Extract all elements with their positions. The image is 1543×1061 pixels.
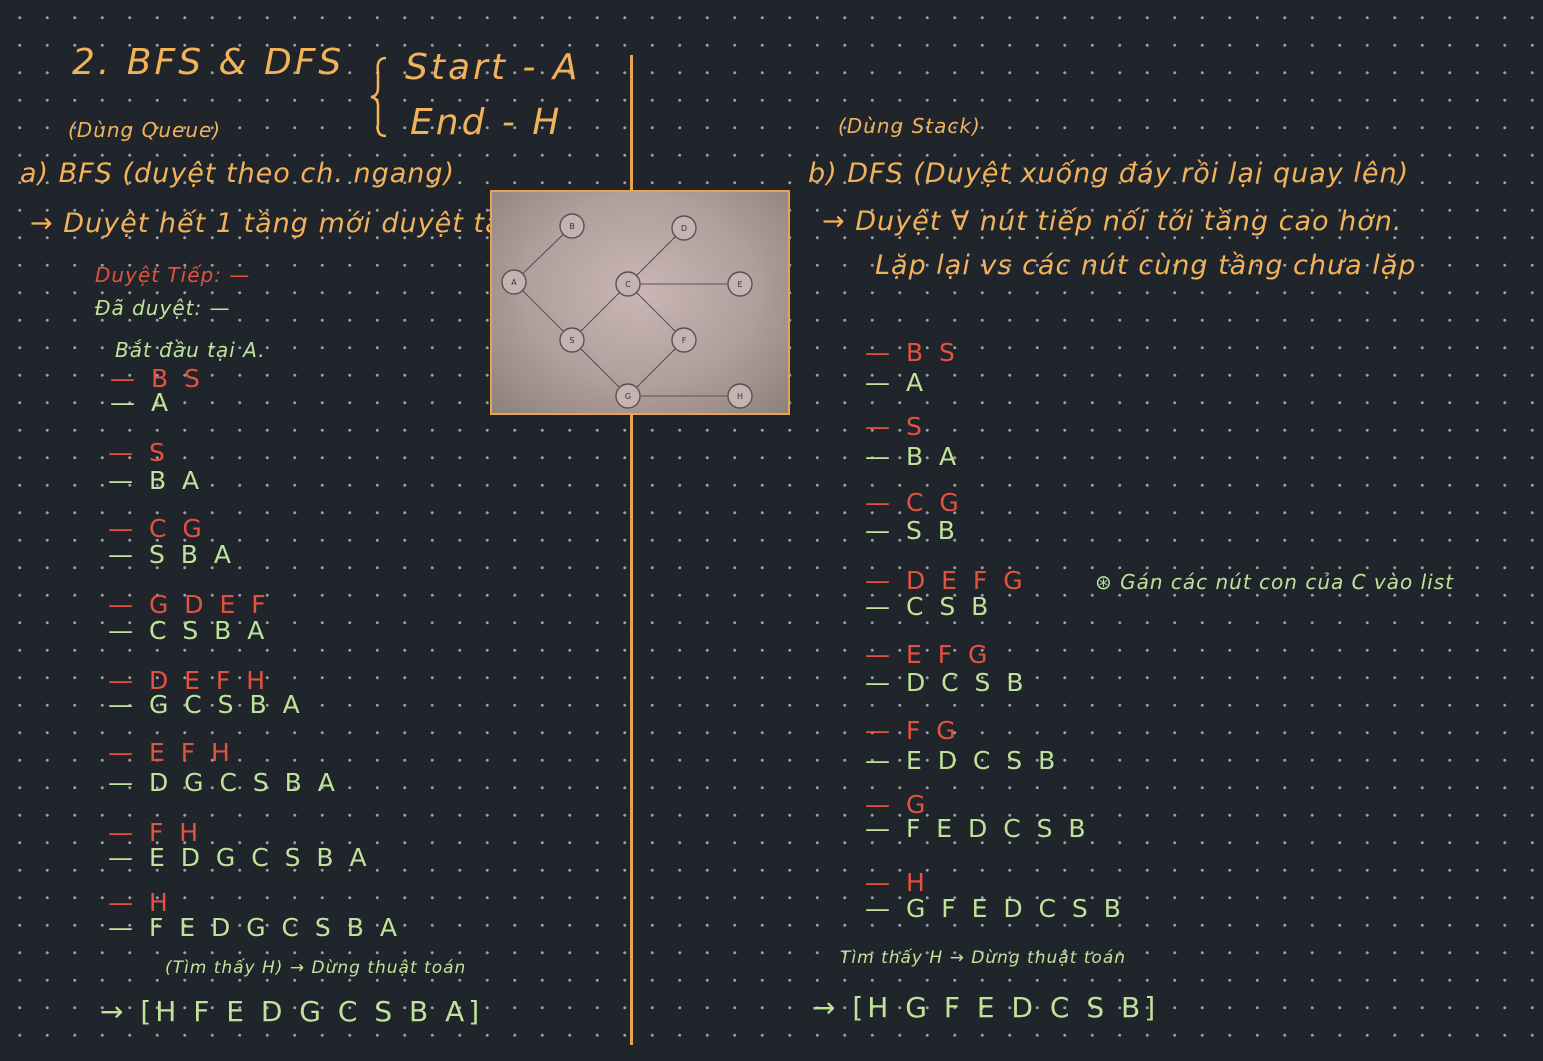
dfs-step-4-next: — D E F G bbox=[865, 566, 1027, 595]
edge-a-s bbox=[513, 281, 573, 341]
end-node-label: End - H bbox=[410, 102, 563, 143]
bfs-step-5-next: — D E F H bbox=[108, 666, 270, 695]
dfs-step-8-next: — H bbox=[865, 868, 929, 897]
dfs-step-1-next: — B S bbox=[865, 338, 959, 367]
bfs-step-2-next: — S bbox=[108, 438, 169, 467]
graph-node-f: F bbox=[671, 327, 697, 353]
edge-s-g bbox=[571, 339, 629, 397]
bfs-step-6-visited: — D G C S B A bbox=[108, 768, 339, 797]
legend-next: Duyệt Tiếp: — bbox=[95, 263, 251, 287]
bfs-step-3-next: — C G bbox=[108, 514, 206, 543]
svg-text:A: A bbox=[511, 278, 517, 287]
bfs-step-8-visited: — F E D G C S B A bbox=[108, 913, 401, 942]
bfs-step-5-visited: — G C S B A bbox=[108, 690, 304, 719]
edge-c-f bbox=[627, 283, 685, 341]
bfs-note: (Dùng Queue) bbox=[68, 118, 222, 142]
dfs-step-6-visited: — E D C S B bbox=[865, 746, 1060, 775]
bfs-step-7-next: — F H bbox=[108, 818, 203, 847]
graph-node-a: A bbox=[501, 269, 527, 295]
svg-text:B: B bbox=[569, 222, 575, 231]
bfs-heading: a) BFS (duyệt theo ch. ngang) bbox=[20, 158, 456, 189]
graph-node-e: E bbox=[727, 271, 753, 297]
bfs-found-note: (Tìm thấy H) → Dừng thuật toán bbox=[165, 958, 467, 978]
column-divider bbox=[630, 55, 633, 1045]
svg-text:D: D bbox=[681, 224, 687, 233]
dfs-step-8-visited: — G F E D C S B bbox=[865, 894, 1125, 923]
dfs-step-3-visited: — S B bbox=[865, 516, 959, 545]
dfs-step-7-visited: — F E D C S B bbox=[865, 814, 1090, 843]
svg-text:F: F bbox=[682, 336, 687, 345]
start-node-label: Start - A bbox=[405, 47, 581, 88]
dfs-found-note: Tìm thấy H → Dừng thuật toán bbox=[840, 948, 1127, 968]
dfs-result: → [H G F E D C S B] bbox=[812, 991, 1160, 1024]
svg-text:H: H bbox=[737, 392, 743, 401]
dfs-step-4-visited: — C S B bbox=[865, 592, 993, 621]
page-title: 2. BFS & DFS bbox=[72, 42, 345, 83]
svg-text:S: S bbox=[569, 336, 574, 345]
dfs-description-2: Lặp lại vs các nút cùng tầng chưa lặp bbox=[875, 250, 1417, 281]
bfs-step-2-visited: — B A bbox=[108, 466, 204, 495]
graph-node-c: C bbox=[615, 271, 641, 297]
bfs-step-4-next: — G D E F bbox=[108, 590, 270, 619]
dfs-step-1-visited: — A bbox=[865, 368, 928, 397]
dfs-step-2-visited: — B A bbox=[865, 442, 961, 471]
bfs-step-3-visited: — S B A bbox=[108, 540, 235, 569]
graph-node-d: D bbox=[671, 215, 697, 241]
bfs-begin: Bắt đầu tại A. bbox=[115, 338, 266, 362]
svg-text:G: G bbox=[625, 392, 631, 401]
dfs-step-6-next: — F G bbox=[865, 716, 960, 745]
dfs-description-1: → Duyệt ∀ nút tiếp nối tới tầng cao hơn. bbox=[822, 206, 1403, 237]
dfs-step-5-next: — E F G bbox=[865, 640, 992, 669]
edge-a-b bbox=[513, 225, 573, 283]
bfs-description: → Duyệt hết 1 tầng mới duyệt tầng +. bbox=[30, 208, 582, 239]
edge-f-g bbox=[627, 339, 685, 397]
dfs-step-5-visited: — D C S B bbox=[865, 668, 1028, 697]
bfs-step-6-next: — E F H bbox=[108, 738, 234, 767]
edge-c-d bbox=[627, 227, 685, 285]
dfs-heading: b) DFS (Duyệt xuống đáy rồi lại quay lên… bbox=[808, 158, 1410, 189]
bfs-step-8-next: — H bbox=[108, 888, 172, 917]
graph-node-b: B bbox=[559, 213, 585, 239]
legend-visited: Đã duyệt: — bbox=[95, 296, 231, 320]
svg-text:C: C bbox=[625, 280, 631, 289]
edge-c-s bbox=[571, 283, 629, 341]
bfs-step-7-visited: — E D G C S B A bbox=[108, 843, 371, 872]
dfs-remark: ⊛ Gán các nút con của C vào list bbox=[1095, 570, 1454, 594]
bfs-result: → [H F E D G C S B A] bbox=[100, 995, 484, 1028]
bfs-step-1-next: — B S bbox=[110, 364, 204, 393]
dfs-step-2-next: — S bbox=[865, 412, 926, 441]
dfs-note: (Dùng Stack) bbox=[838, 114, 981, 138]
graph-image: A B C D E S F G H bbox=[490, 190, 790, 415]
dfs-step-3-next: — C G bbox=[865, 488, 963, 517]
bfs-step-1-visited: — A bbox=[110, 388, 173, 417]
bfs-step-4-visited: — C S B A bbox=[108, 616, 269, 645]
graph-node-s: S bbox=[559, 327, 585, 353]
dfs-step-7-next: — G bbox=[865, 790, 930, 819]
svg-text:E: E bbox=[737, 280, 742, 289]
graph-node-g: G bbox=[615, 383, 641, 409]
graph-node-h: H bbox=[727, 383, 753, 409]
brace-icon bbox=[370, 56, 387, 138]
